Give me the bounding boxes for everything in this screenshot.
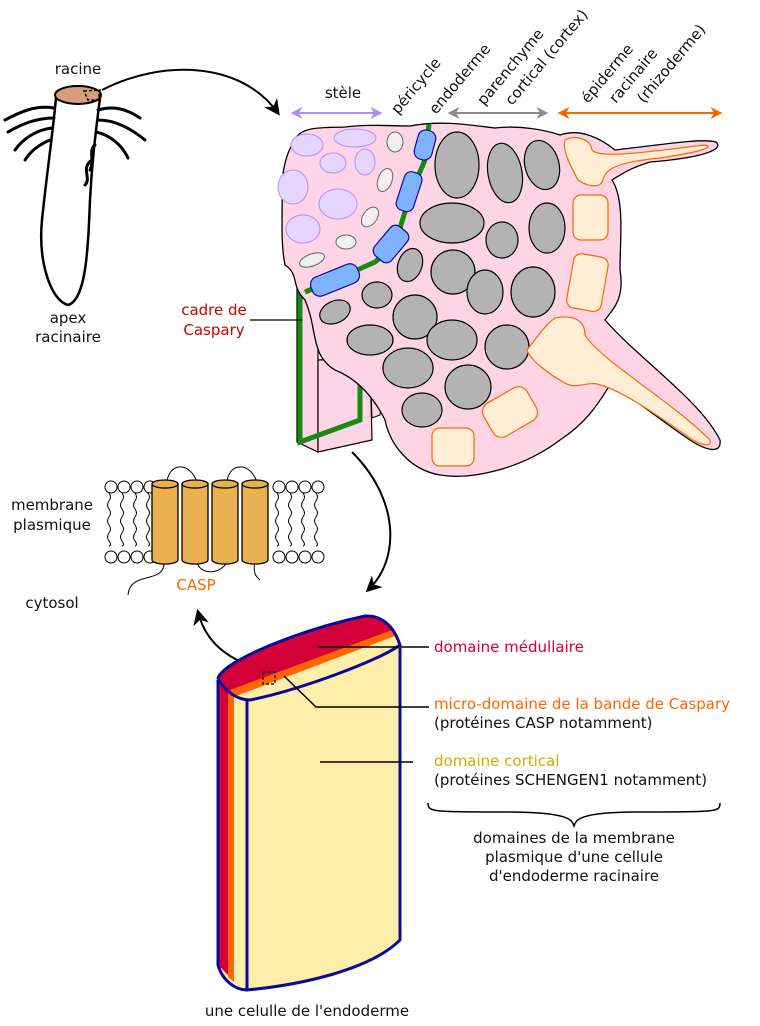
brace-label-3: d'endoderme racinaire — [489, 867, 659, 885]
cell-caption: une celulle de l'endoderme — [205, 1002, 409, 1020]
endoderm-cell — [216, 614, 402, 992]
membrane-label: membrane — [11, 496, 93, 514]
cytosol-label: cytosol — [25, 594, 78, 612]
zoom-arrow-section-to-cell — [351, 451, 392, 593]
apex-label: apex — [50, 309, 87, 327]
medullary-domain-label: domaine médullaire — [434, 638, 584, 656]
root-cut-section — [54, 85, 102, 105]
casp-label: CASP — [176, 576, 215, 594]
root-sketch: racine apex racinaire — [3, 60, 147, 346]
root-cross-section — [277, 122, 721, 477]
caspary-label: cadre de — [181, 301, 247, 319]
casp-zoom-box — [262, 671, 276, 685]
membrane-label-2: plasmique — [13, 516, 91, 534]
apex-label-2: racinaire — [35, 328, 101, 346]
caspary-label-2: Caspary — [183, 321, 244, 339]
zoom-arrow-root-to-section — [101, 68, 280, 116]
cortical-domain-label: domaine cortical — [434, 752, 559, 770]
brace-label-2: plasmique d'une cellule — [485, 848, 663, 866]
brace — [427, 802, 721, 829]
root-label: racine — [55, 60, 102, 78]
micro-pointer — [283, 675, 429, 708]
cortical-domain-note: (protéines SCHENGEN1 notamment) — [434, 771, 707, 789]
micro-domain-note: (protéines CASP notamment) — [434, 714, 653, 732]
stele-label: stèle — [325, 84, 361, 102]
casp-protein — [151, 479, 269, 565]
brace-label: domaines de la membrane — [473, 829, 675, 847]
plasma-membrane-diagram: membrane plasmique cytosol CASP — [11, 466, 325, 612]
micro-domain-label: micro-domaine de la bande de Caspary — [434, 695, 730, 713]
